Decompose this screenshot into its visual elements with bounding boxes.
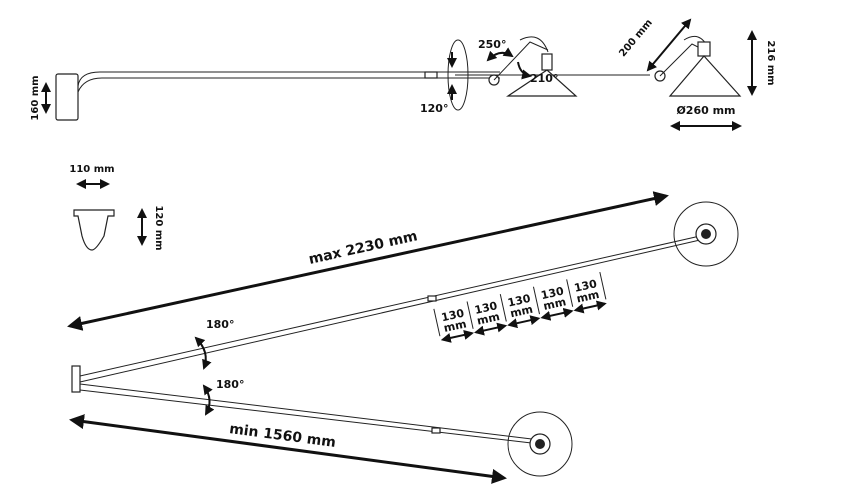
shade-left	[488, 36, 578, 97]
min-reach-arrow	[69, 414, 507, 484]
upper-arm	[79, 235, 701, 383]
mount-detail: 110 mm 120 mm	[69, 164, 164, 251]
rotation-210-label: 210°	[530, 72, 558, 85]
rotation-210-arrow	[517, 61, 532, 80]
rotation-ellipse	[447, 39, 469, 111]
svg-text:130: 130	[540, 284, 566, 302]
lower-shade	[507, 411, 573, 477]
arm-joint	[424, 71, 438, 79]
svg-text:130: 130	[473, 299, 499, 317]
rotation-120-label: 120°	[420, 102, 448, 115]
dim-200-label: 200 mm	[617, 18, 654, 60]
pivot-upper-label: 180°	[206, 318, 234, 331]
lower-arm-joint	[431, 427, 441, 434]
shade-right	[654, 35, 742, 97]
pivot-upper-arrow	[194, 336, 212, 370]
mount-width-label: 110 mm	[69, 164, 114, 175]
dim-216-label: 216 mm	[765, 40, 776, 85]
side-view: 160 mm 120° 250° 210° 200 mm 216 mm	[30, 18, 776, 131]
svg-text:130: 130	[440, 307, 466, 325]
pivot-lower-label: 180°	[216, 378, 244, 391]
dim-160-label: 160 mm	[30, 75, 41, 120]
mount-height-label: 120 mm	[153, 205, 164, 250]
extension-step: 130 mm	[573, 271, 607, 314]
wall-plate	[55, 73, 79, 121]
top-wall-plate	[71, 365, 81, 393]
extension-steps: 130 mm 130 mm 130 mm 130 mm	[433, 271, 607, 343]
svg-text:130: 130	[507, 292, 533, 310]
upper-arm-joint	[427, 295, 437, 302]
dim-200-arrow	[646, 18, 692, 72]
rotation-250-arrow	[486, 47, 514, 62]
pivot-lower-arrow	[202, 384, 215, 416]
top-view: max 2230 mm min 1560 mm 180° 180° 130 mm…	[67, 191, 739, 484]
rotation-250-label: 250°	[478, 38, 506, 51]
extension-step: 130 mm	[540, 279, 574, 321]
extension-step: 130 mm	[433, 301, 474, 343]
max-reach-arrow	[67, 191, 669, 331]
svg-text:130: 130	[573, 277, 599, 295]
dim-260-label: Ø260 mm	[676, 104, 735, 117]
side-arm	[77, 71, 500, 93]
min-reach-label: min 1560 mm	[228, 421, 336, 451]
mount-body	[73, 209, 115, 251]
extension-step: 130 mm	[507, 286, 541, 329]
upper-shade	[673, 201, 739, 267]
extension-step: 130 mm	[473, 294, 508, 336]
